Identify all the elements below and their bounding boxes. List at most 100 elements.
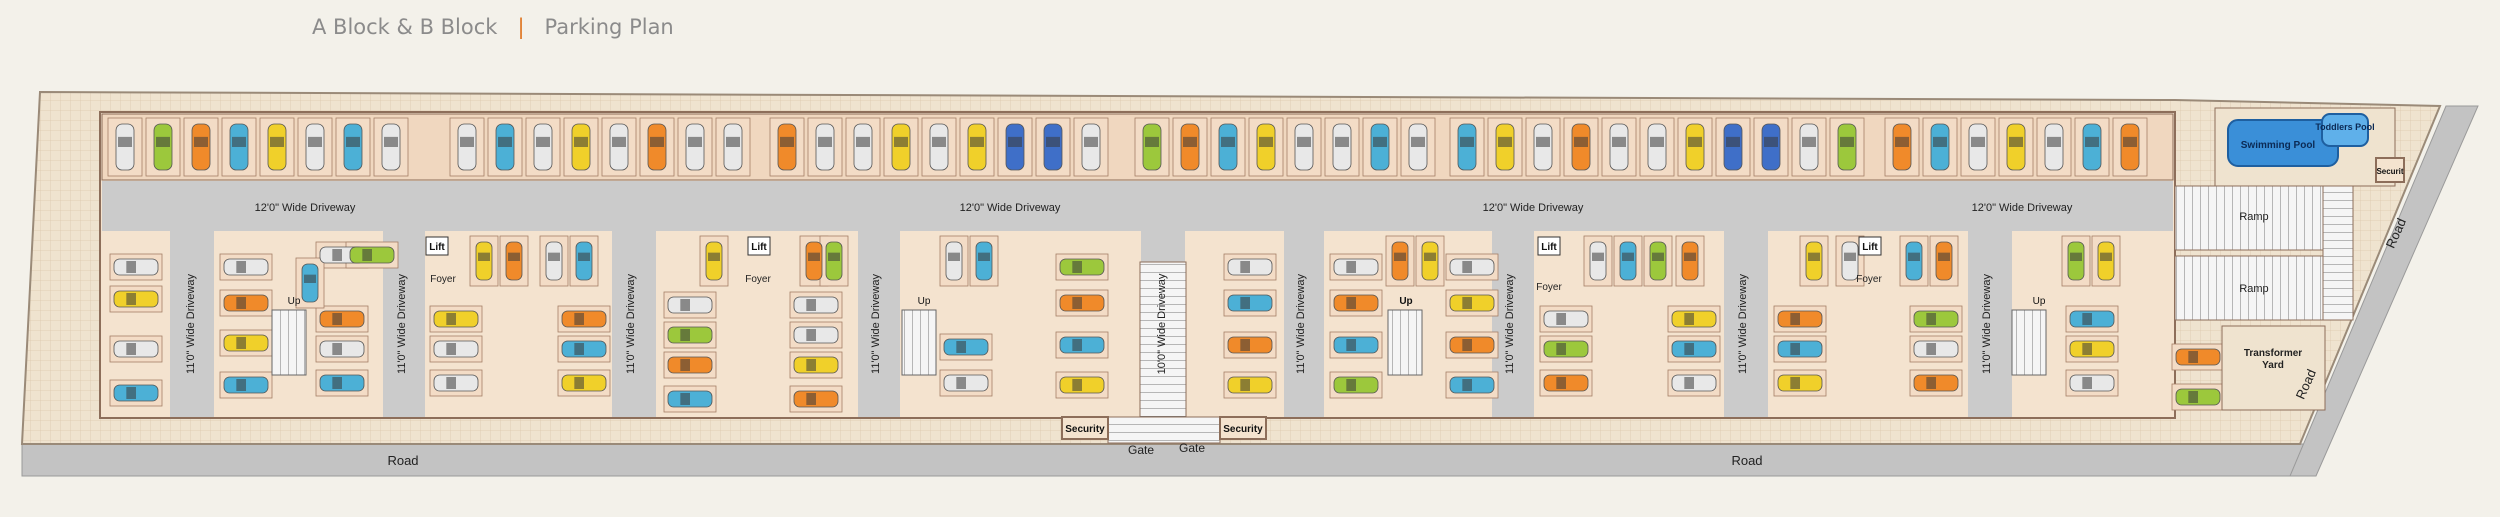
parked-car <box>1533 123 1553 171</box>
parked-car <box>793 296 839 314</box>
security-label: Securit <box>2376 167 2403 176</box>
security-booth-right <box>1219 416 1267 440</box>
driveway-label: 11'0" Wide Driveway <box>1737 274 1749 374</box>
parked-car <box>1256 123 1276 171</box>
parked-car <box>433 374 479 392</box>
parked-car <box>113 340 159 358</box>
parked-car <box>667 296 713 314</box>
driveway-label: 11'0" Wide Driveway <box>396 274 408 374</box>
parked-car <box>2082 123 2102 171</box>
parked-car <box>945 241 963 281</box>
gate-labels: Gate Gate <box>1128 441 1205 457</box>
parked-car <box>505 241 523 281</box>
parked-car <box>1647 123 1667 171</box>
parked-car <box>1685 123 1705 171</box>
driveway-label: 10'0" Wide Driveway <box>1156 273 1168 374</box>
parked-car <box>113 384 159 402</box>
parked-car <box>433 310 479 328</box>
parked-car <box>667 390 713 408</box>
driveway-label: 12'0" Wide Driveway <box>1972 202 2073 214</box>
parked-car <box>1968 123 1988 171</box>
parked-car <box>1333 294 1379 312</box>
parked-car <box>475 241 493 281</box>
parked-car <box>2097 241 2115 281</box>
parked-car <box>561 340 607 358</box>
parked-car <box>1837 123 1857 171</box>
lift-label: Lift <box>751 242 767 253</box>
parked-car <box>685 123 705 171</box>
lift-boxes <box>425 236 1882 256</box>
transformer-yard <box>2221 325 2326 411</box>
foyer-label: Foyer <box>1856 274 1882 285</box>
security-label: Security <box>1065 424 1105 435</box>
parked-car <box>1571 123 1591 171</box>
security-booth-left <box>1061 416 1109 440</box>
parked-car <box>705 241 723 281</box>
parked-car <box>1457 123 1477 171</box>
parked-car <box>1930 123 1950 171</box>
parked-car <box>1777 374 1823 392</box>
driveway-label: 11'0" Wide Driveway <box>1981 274 1993 374</box>
security-booth-pool <box>2375 157 2405 183</box>
security-label: Security <box>1223 424 1263 435</box>
vertical-driveway <box>858 231 900 417</box>
driveway-label: 11'0" Wide Driveway <box>870 274 882 374</box>
parked-car <box>1081 123 1101 171</box>
parked-car <box>793 326 839 344</box>
parked-car <box>1495 123 1515 171</box>
up-label: Up <box>288 296 301 307</box>
parked-car <box>1671 340 1717 358</box>
stair-up-labels: Up Up Up Up <box>288 296 2046 307</box>
parked-car <box>609 123 629 171</box>
parked-car <box>1723 123 1743 171</box>
parked-car <box>667 326 713 344</box>
parked-car <box>545 241 563 281</box>
parked-car <box>1059 336 1105 354</box>
parked-car <box>113 258 159 276</box>
ramp-label: Ramp <box>2239 283 2268 295</box>
parked-car <box>2006 123 2026 171</box>
parked-car <box>229 123 249 171</box>
parked-car <box>153 123 173 171</box>
toddlers-pool-label: Toddlers Pool <box>2315 122 2374 132</box>
parked-car <box>647 123 667 171</box>
parked-car <box>1059 258 1105 276</box>
parked-car <box>561 374 607 392</box>
parked-car <box>575 241 593 281</box>
parked-car <box>113 290 159 308</box>
vertical-driveway <box>1284 231 1324 417</box>
up-label: Up <box>918 296 931 307</box>
lift-label: Lift <box>429 242 445 253</box>
parked-car <box>305 123 325 171</box>
parked-car <box>815 123 835 171</box>
parked-car <box>1391 241 1409 281</box>
up-label: Up <box>1399 296 1412 307</box>
parked-car <box>1370 123 1390 171</box>
parked-car <box>2120 123 2140 171</box>
title-separator: | <box>517 15 525 39</box>
parked-car <box>1294 123 1314 171</box>
ramp-landing <box>2322 185 2354 321</box>
parked-car <box>1005 123 1025 171</box>
parked-car <box>1333 258 1379 276</box>
security-labels: Security Security Securit <box>1065 167 2404 435</box>
parked-car <box>381 123 401 171</box>
parked-car <box>1841 241 1859 281</box>
parked-car <box>1408 123 1428 171</box>
road-label: Road <box>1731 453 1762 468</box>
driveway-label: 11'0" Wide Driveway <box>625 274 637 374</box>
parked-car <box>115 123 135 171</box>
parked-car <box>319 374 365 392</box>
parked-car <box>777 123 797 171</box>
parked-car <box>1227 258 1273 276</box>
vertical-driveway <box>170 231 214 417</box>
gate-stairs <box>1107 416 1221 444</box>
parked-car <box>1892 123 1912 171</box>
toddlers-pool <box>2321 113 2369 147</box>
parked-car <box>891 123 911 171</box>
parked-cars <box>113 123 2221 408</box>
parked-car <box>667 356 713 374</box>
parked-car <box>1805 241 1823 281</box>
vertical-driveway <box>1492 231 1534 417</box>
parked-car <box>1142 123 1162 171</box>
